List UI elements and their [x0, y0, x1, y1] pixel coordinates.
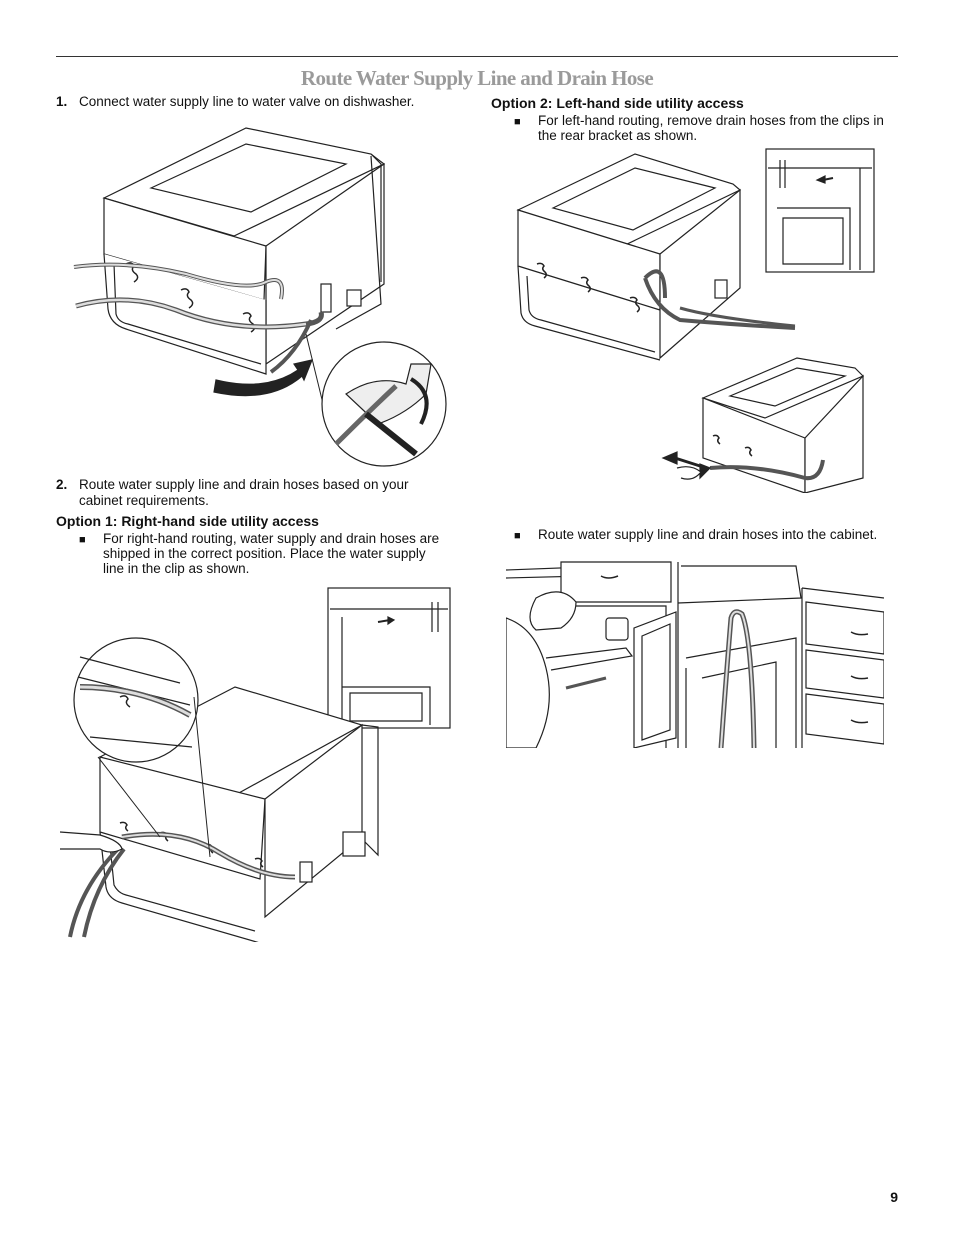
header-rule — [56, 56, 898, 57]
page-title: Route Water Supply Line and Drain Hose — [300, 66, 654, 90]
step-2-number: 2. — [56, 477, 68, 492]
step-2-line-1: Route water supply line and drain hoses … — [79, 477, 409, 492]
left-hand-routing-figure — [515, 148, 877, 493]
cabinet-routing-figure — [506, 558, 884, 748]
option-2-line-1: For left-hand routing, remove drain hose… — [538, 113, 884, 128]
route-text: Route water supply line and drain hoses … — [538, 527, 878, 542]
dishwasher-valve-figure — [66, 124, 451, 469]
option-2-heading: Option 2: Left-hand side utility access — [491, 95, 744, 111]
step-2-line-2: cabinet requirements. — [79, 493, 209, 508]
step-1-number: 1. — [56, 94, 68, 109]
option-2-bullet: ■ — [514, 116, 521, 128]
option-1-line-2: shipped in the correct position. Place t… — [103, 546, 426, 561]
right-hand-routing-figure — [60, 587, 452, 942]
option-1-bullet: ■ — [79, 534, 86, 546]
option-1-line-1: For right-hand routing, water supply and… — [103, 531, 440, 546]
step-1-text: Connect water supply line to water valve… — [79, 94, 415, 109]
option-2-line-2: the rear bracket as shown. — [538, 128, 698, 143]
option-1-heading: Option 1: Right-hand side utility access — [56, 513, 319, 529]
route-bullet: ■ — [514, 530, 521, 542]
page-number: 9 — [890, 1189, 898, 1205]
option-1-line-3: line in the clip as shown. — [103, 561, 250, 576]
